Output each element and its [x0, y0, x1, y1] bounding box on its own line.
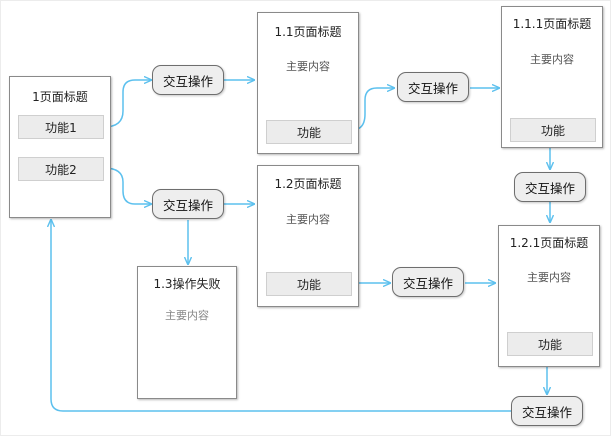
page-1-3-card: 1.3操作失败 主要内容: [137, 266, 237, 399]
interaction-action-4[interactable]: 交互操作: [514, 172, 586, 202]
page-1-3-content: 主要内容: [165, 309, 209, 322]
page-1-2-function-button[interactable]: 功能: [266, 272, 352, 296]
page-1-1-content: 主要内容: [286, 60, 330, 73]
page-1-1-card: 1.1页面标题 主要内容 功能: [257, 12, 359, 154]
interaction-action-6[interactable]: 交互操作: [511, 396, 583, 426]
page-1-2-content: 主要内容: [286, 213, 330, 226]
interaction-action-1[interactable]: 交互操作: [152, 65, 224, 95]
page-1-1-title: 1.1页面标题: [274, 25, 342, 39]
page-1-2-card: 1.2页面标题 主要内容 功能: [257, 165, 359, 307]
page-1-2-1-function-button[interactable]: 功能: [507, 332, 593, 356]
interaction-action-5[interactable]: 交互操作: [392, 267, 464, 297]
page-1-function-2-button[interactable]: 功能2: [18, 157, 104, 181]
page-1-3-title: 1.3操作失败: [153, 277, 221, 291]
page-1-2-1-title: 1.2.1页面标题: [509, 236, 589, 250]
page-1-2-1-content: 主要内容: [527, 271, 571, 284]
interaction-action-3[interactable]: 交互操作: [397, 72, 469, 102]
page-1-2-1-card: 1.2.1页面标题 主要内容 功能: [498, 225, 600, 367]
connector-func2-to-action2: [103, 167, 151, 204]
page-1-1-function-button[interactable]: 功能: [266, 120, 352, 144]
page-1-1-1-card: 1.1.1页面标题 主要内容 功能: [501, 6, 603, 148]
page-1-1-1-content: 主要内容: [530, 53, 574, 66]
page-1-card: 1页面标题 功能1 功能2: [9, 76, 111, 218]
page-1-function-1-button[interactable]: 功能1: [18, 115, 104, 139]
page-1-title: 1页面标题: [32, 90, 88, 104]
page-1-1-1-function-button[interactable]: 功能: [510, 118, 596, 142]
page-1-1-1-title: 1.1.1页面标题: [512, 17, 592, 31]
interaction-action-2[interactable]: 交互操作: [152, 189, 224, 219]
connector-func1-to-action1: [103, 80, 151, 128]
page-1-2-title: 1.2页面标题: [274, 177, 342, 191]
